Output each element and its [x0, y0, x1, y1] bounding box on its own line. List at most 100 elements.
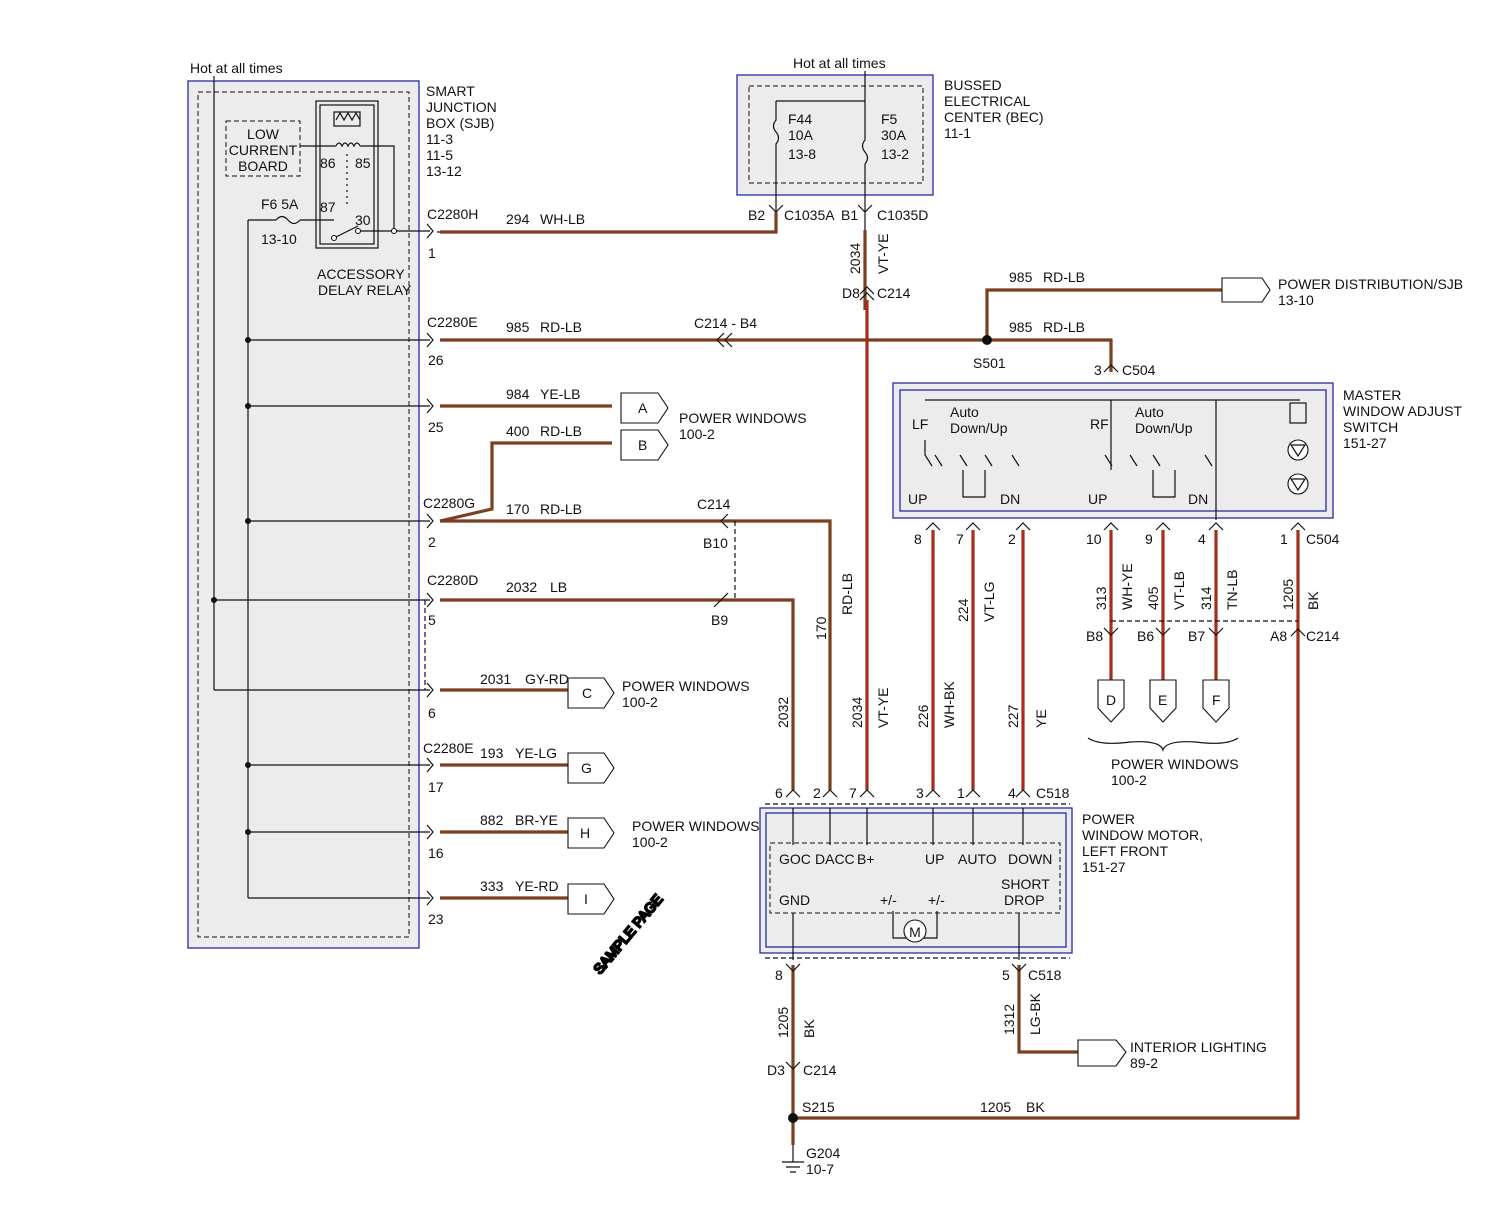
pin-30: 30 — [355, 212, 371, 228]
wire-224-color: VT-LG — [981, 582, 997, 622]
wire-227: 227 — [1005, 704, 1021, 728]
fuse-f44-ref: 13-8 — [788, 146, 816, 162]
ref-h-label: H — [580, 825, 590, 841]
conn-b7: B7 — [1188, 628, 1205, 644]
motor-pm-2: +/- — [928, 892, 945, 908]
c504-pin-4: 4 — [1198, 531, 1206, 547]
bec-title-3: CENTER (BEC) — [944, 109, 1044, 125]
wire-984-color: YE-LB — [540, 386, 580, 402]
c504-pin-2: 2 — [1008, 531, 1016, 547]
power-window-motor: POWER WINDOW MOTOR, LEFT FRONT 151-27 GO… — [759, 807, 1203, 960]
fuse-f44-rating: 10A — [788, 127, 814, 143]
wire-1312: 1312 — [1001, 1004, 1017, 1035]
conn-c2280h: C2280H — [427, 206, 478, 222]
ref-f-label: F — [1212, 692, 1221, 708]
pin-86: 86 — [320, 155, 336, 171]
sjb-ref-3: 13-12 — [426, 163, 462, 179]
c518-pin-2: 2 — [813, 785, 821, 801]
wire-2031-color: GY-RD — [525, 671, 569, 687]
c518-pin-8: 8 — [775, 967, 783, 983]
pin-6: 6 — [428, 705, 436, 721]
conn-c504: C504 — [1122, 362, 1156, 378]
c518-pin-7: 7 — [849, 785, 857, 801]
pin-1: 1 — [428, 245, 436, 261]
pin-87: 87 — [320, 199, 336, 215]
reference-flags: A B POWER WINDOWS 100-2 C POWER WINDOWS … — [567, 392, 1267, 1071]
interior-ref: 89-2 — [1130, 1055, 1158, 1071]
conn-b2: B2 — [748, 207, 765, 223]
motor-title-3: LEFT FRONT — [1082, 843, 1169, 859]
c504-pin-7: 7 — [956, 531, 964, 547]
wire-170-v-color: RD-LB — [839, 573, 855, 615]
conn-c2280d: C2280D — [427, 572, 478, 588]
switch-dn-2: DN — [1188, 491, 1208, 507]
wires — [439, 212, 1300, 1145]
fuse-f44-label: F44 — [788, 111, 812, 127]
c518-pin-6: 6 — [775, 785, 783, 801]
pin-23: 23 — [428, 911, 444, 927]
pw-label-2: POWER WINDOWS — [622, 678, 750, 694]
wire-2034-v: 2034 — [849, 697, 865, 728]
sjb-ref-1: 11-3 — [426, 131, 453, 147]
switch-rf-label: RF — [1090, 416, 1109, 432]
switch-rocker-icon — [962, 470, 1176, 498]
wire-labels: 294 WH-LB 985 RD-LB 985 RD-LB 985 RD-LB … — [480, 211, 1321, 1115]
c504-pin-8: 8 — [914, 531, 922, 547]
pin-16: 16 — [428, 845, 444, 861]
wire-2034-v-color: VT-YE — [875, 688, 891, 728]
relay-label-1: ACCESSORY — [317, 266, 405, 282]
ref-interior — [1077, 1039, 1127, 1067]
motor-pin-down: DOWN — [1008, 851, 1052, 867]
c518-pin-1: 1 — [957, 785, 965, 801]
c504-pin-10: 10 — [1086, 531, 1102, 547]
fuse-f6-icon — [248, 215, 301, 225]
motor-pin-up: UP — [925, 851, 944, 867]
pw-ref-4: 100-2 — [1111, 772, 1147, 788]
motor-title-2: WINDOW MOTOR, — [1082, 827, 1203, 843]
wire-985-b: 985 — [1009, 269, 1033, 285]
conn-c214-row: C214 — [1306, 628, 1340, 644]
ground-g204: G204 — [806, 1145, 840, 1161]
wire-227-color: YE — [1033, 709, 1049, 728]
auto-label-1: Auto — [950, 404, 979, 420]
motor-pin-goc: GOC — [779, 851, 811, 867]
relay-label-2: DELAY RELAY — [318, 282, 412, 298]
wire-2032-v: 2032 — [775, 697, 791, 728]
interior-label: INTERIOR LIGHTING — [1130, 1039, 1267, 1055]
ref-e — [1149, 679, 1177, 723]
motor-drop: DROP — [1004, 892, 1044, 908]
conn-b6: B6 — [1137, 628, 1154, 644]
hot-label-sjb: Hot at all times — [190, 60, 283, 76]
auto-label-2b: Down/Up — [1135, 420, 1193, 436]
wire-2032: 2032 — [506, 579, 537, 595]
conn-b1: B1 — [841, 207, 858, 223]
wire-1205-c-color: BK — [1026, 1099, 1045, 1115]
wire-2032-color: LB — [550, 579, 567, 595]
c518-pin-4: 4 — [1008, 785, 1016, 801]
conn-a8: A8 — [1270, 628, 1287, 644]
conn-c504-bottom: C504 — [1306, 531, 1340, 547]
wire-226-color: WH-BK — [941, 681, 957, 728]
power-dist-ref: 13-10 — [1278, 292, 1314, 308]
hot-label-bec: Hot at all times — [793, 55, 886, 71]
wire-226: 226 — [915, 704, 931, 728]
bec-title-2: ELECTRICAL — [944, 93, 1031, 109]
motor-gnd: GND — [779, 892, 810, 908]
wire-2034-top-color: VT-YE — [875, 234, 891, 274]
conn-c214-b4: C214 - B4 — [694, 315, 757, 331]
ref-c-label: C — [582, 685, 592, 701]
pw-label-4: POWER WINDOWS — [1111, 756, 1239, 772]
fuse-f5-icon — [861, 101, 869, 310]
conn-c2280g: C2280G — [423, 495, 475, 511]
bussed-electrical-center: Hot at all times F44 10A 13-8 F5 30A 13-… — [437, 55, 1044, 310]
wire-333-color: YE-RD — [515, 878, 559, 894]
wire-1205-b: 1205 — [775, 1007, 791, 1038]
wire-882: 882 — [480, 812, 504, 828]
c504-pin-9: 9 — [1145, 531, 1153, 547]
master-title-2: WINDOW ADJUST — [1343, 403, 1462, 419]
conn-c1035a: C1035A — [784, 207, 835, 223]
ref-e-label: E — [1158, 692, 1167, 708]
c518-pin-3: 3 — [916, 785, 924, 801]
fuse-f5-ref: 13-2 — [881, 146, 909, 162]
relay-coil-icon — [300, 142, 395, 231]
